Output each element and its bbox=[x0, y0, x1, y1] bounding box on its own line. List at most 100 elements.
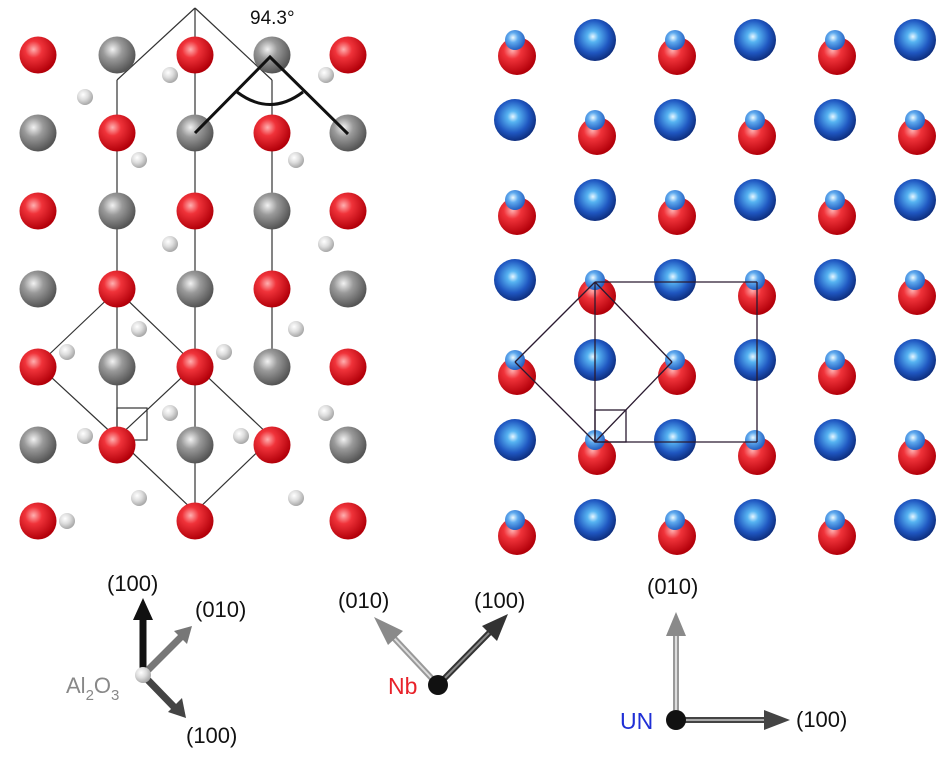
al-small-atom bbox=[131, 490, 147, 506]
n-small-atom bbox=[665, 190, 685, 210]
o-atom bbox=[253, 114, 291, 152]
u-atom bbox=[894, 19, 936, 61]
u-atom bbox=[734, 499, 776, 541]
u-atom bbox=[734, 19, 776, 61]
al2o3-atoms bbox=[19, 36, 367, 540]
cell-edge bbox=[116, 289, 196, 366]
u-atom bbox=[654, 259, 696, 301]
o-atom bbox=[98, 114, 136, 152]
o-atom bbox=[19, 502, 57, 540]
o-atom bbox=[19, 36, 57, 74]
al-small-atom bbox=[162, 67, 178, 83]
al2o3-up-label: (100) bbox=[107, 571, 158, 596]
o-atom bbox=[253, 270, 291, 308]
u-atom bbox=[574, 499, 616, 541]
u-atom bbox=[494, 99, 536, 141]
al-small-atom bbox=[77, 428, 93, 444]
o-atom bbox=[329, 348, 367, 386]
n-small-atom bbox=[745, 270, 765, 290]
n-small-atom bbox=[585, 270, 605, 290]
un-axes: (010) (100) UN bbox=[620, 574, 847, 734]
o-atom bbox=[98, 270, 136, 308]
al2o3-origin-atom bbox=[135, 667, 151, 683]
al-small-atom bbox=[288, 490, 304, 506]
al-atom bbox=[98, 36, 136, 74]
u-atom bbox=[734, 339, 776, 381]
cell-edge bbox=[37, 289, 118, 366]
o-atom bbox=[98, 426, 136, 464]
u-atom bbox=[734, 179, 776, 221]
n-small-atom bbox=[585, 110, 605, 130]
al2o3-down-label: (100) bbox=[186, 723, 237, 748]
al-small-atom bbox=[131, 152, 147, 168]
al-atom bbox=[176, 270, 214, 308]
u-atom bbox=[494, 419, 536, 461]
n-small-atom bbox=[905, 110, 925, 130]
o-atom bbox=[176, 192, 214, 230]
o-atom bbox=[176, 502, 214, 540]
n-small-atom bbox=[505, 510, 525, 530]
u-atom bbox=[894, 339, 936, 381]
o-atom bbox=[329, 192, 367, 230]
al2o3-axis-up-arrowhead bbox=[133, 598, 153, 620]
al-small-atom bbox=[288, 152, 304, 168]
n-small-atom bbox=[745, 110, 765, 130]
al-atom bbox=[19, 426, 57, 464]
o-atom bbox=[329, 36, 367, 74]
n-small-atom bbox=[825, 350, 845, 370]
al-atom bbox=[329, 270, 367, 308]
un-axis-up-arrowhead bbox=[666, 612, 686, 636]
al-small-atom bbox=[162, 236, 178, 252]
u-atom bbox=[894, 499, 936, 541]
n-small-atom bbox=[505, 30, 525, 50]
u-atom bbox=[654, 99, 696, 141]
al-small-atom bbox=[131, 321, 147, 337]
cell-edge bbox=[594, 361, 673, 443]
u-atom bbox=[814, 259, 856, 301]
al-atom bbox=[19, 270, 57, 308]
o-atom bbox=[19, 348, 57, 386]
n-small-atom bbox=[905, 430, 925, 450]
al-atom bbox=[176, 426, 214, 464]
al-atom bbox=[253, 192, 291, 230]
nb-origin-label: Nb bbox=[388, 673, 417, 699]
cell-edge bbox=[514, 361, 596, 443]
n-small-atom bbox=[825, 510, 845, 530]
al-atom bbox=[98, 192, 136, 230]
u-atom bbox=[814, 419, 856, 461]
al-small-atom bbox=[318, 405, 334, 421]
u-atom bbox=[574, 179, 616, 221]
n-small-atom bbox=[505, 190, 525, 210]
al2o3-structure-panel bbox=[19, 7, 367, 540]
o-atom bbox=[19, 192, 57, 230]
o-atom bbox=[176, 348, 214, 386]
nb-axis-right-arrowhead bbox=[482, 614, 508, 641]
un-axis-right-arrowhead bbox=[764, 710, 790, 730]
al-small-atom bbox=[59, 513, 75, 529]
al-small-atom bbox=[318, 236, 334, 252]
al-atom bbox=[329, 426, 367, 464]
al2o3-axis-down-arrowhead bbox=[168, 698, 186, 718]
al-atom bbox=[98, 348, 136, 386]
u-atom bbox=[654, 419, 696, 461]
n-small-atom bbox=[665, 30, 685, 50]
al-small-atom bbox=[288, 321, 304, 337]
al-small-atom bbox=[216, 344, 232, 360]
un-origin-atom bbox=[666, 710, 686, 730]
al-small-atom bbox=[162, 405, 178, 421]
cell-right-angle-mark bbox=[594, 409, 627, 443]
al2o3-axis-diag-shaft bbox=[140, 634, 184, 678]
al2o3-axis-diag-arrowhead bbox=[174, 626, 192, 644]
angle-label: 94.3° bbox=[250, 8, 295, 29]
un-right-label: (100) bbox=[796, 707, 847, 732]
bond-angle-marker: 94.3° bbox=[193, 8, 350, 136]
al-small-atom bbox=[318, 67, 334, 83]
al2o3-axes: (100) (010) (100) Al2O3 bbox=[66, 571, 246, 748]
angle-lines bbox=[193, 54, 350, 136]
n-small-atom bbox=[825, 30, 845, 50]
un-up-label: (010) bbox=[647, 574, 698, 599]
al-small-atom bbox=[59, 344, 75, 360]
al-small-atom bbox=[233, 428, 249, 444]
